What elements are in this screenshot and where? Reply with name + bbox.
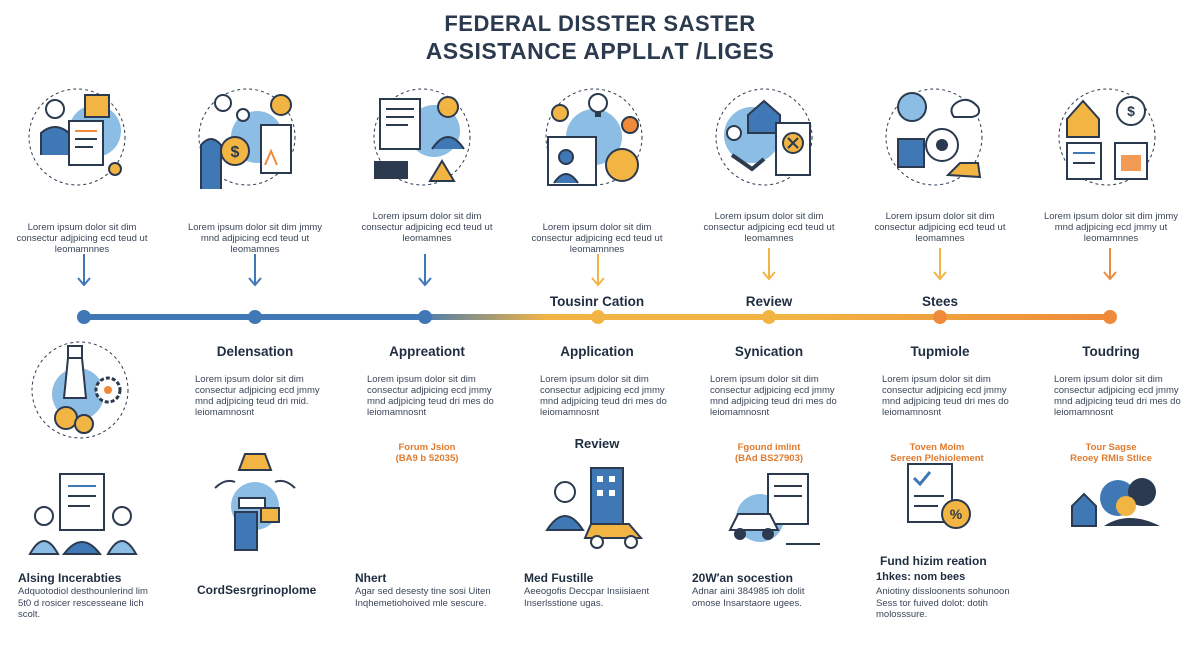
bottom-title-7: 1hkes: nom bees <box>876 571 966 583</box>
bottom-title-4: Med Fustille <box>524 571 594 585</box>
timeline-node-1 <box>77 310 91 324</box>
bottom-description-5: Adnar aini 384985 ioh dolit omose Insars… <box>692 586 805 609</box>
top-description-1: Lorem ipsum dolor sit dim consectur adjp… <box>16 222 148 255</box>
step-title-toudring: Toudring <box>1082 344 1140 359</box>
arrow-down-icon <box>418 254 432 287</box>
top-description-3: Lorem ipsum dolor sit dim consectur adjp… <box>361 211 493 244</box>
page-title-line-1: FEDERAL DISSTER SASTER <box>444 11 756 36</box>
form-label-3-line2: Sereen Plehiolement <box>890 453 984 464</box>
bottom-title-6: Fund hizim reation <box>880 554 987 568</box>
form-label-2-line1: Fgound imlint <box>737 442 801 453</box>
arrow-down-icon <box>591 254 605 287</box>
bottom-title-2: CordSesrgrinoplome <box>197 583 317 597</box>
top-description-6: Lorem ipsum dolor sit dim consectur adjp… <box>874 211 1006 244</box>
storm-house-icon <box>1071 478 1160 527</box>
applicants-document-icon <box>28 473 138 555</box>
svg-text:$: $ <box>231 144 240 161</box>
financial-aid-people-icon: $ <box>198 88 296 189</box>
page-title-line-2: ASSISTANCE APPLLʌТ /LIGES <box>425 38 775 64</box>
form-label-1-line2: (BA9 b 52035) <box>395 453 459 464</box>
step-title-delensation: Delensation <box>216 344 294 359</box>
form-label-2-line2: (BAd BS27903) <box>734 453 804 464</box>
svg-text:%: % <box>950 506 963 522</box>
lamp-supplies-icon <box>214 453 296 551</box>
form-label-4-line1: Tour Sagse <box>1085 442 1137 453</box>
timeline-label-review: Review <box>745 294 793 309</box>
arrow-down-icon <box>762 248 776 281</box>
form-label-4-line2: Reoey RMls Stlice <box>1070 453 1152 464</box>
timeline-label-stees: Stees <box>921 294 959 309</box>
bottom-description-3: Agar sed desesty tine sosi Uiten Inqheme… <box>355 586 491 609</box>
timeline-node-2 <box>248 310 262 324</box>
form-label-1-line1: Forum Jsion <box>398 442 456 453</box>
step-title-synication: Synication <box>734 344 804 359</box>
form-label-2: Fgound imlint (BAd BS27903) <box>694 442 844 464</box>
step-description-6: Lorem ipsum dolor sit dim consectur adjp… <box>882 374 1009 418</box>
step-description-7: Lorem ipsum dolor sit dim consectur adjp… <box>1054 374 1181 418</box>
review-label: Review <box>574 436 620 451</box>
top-description-4: Lorem ipsum dolor sit dim consectur adjp… <box>531 222 663 255</box>
form-label-3-line1: Toven Molm <box>909 442 965 453</box>
timeline-node-5 <box>762 310 776 324</box>
arrow-down-icon <box>1103 248 1117 281</box>
bottom-description-1: Adquotodiol desthounlerind lim 5t0 d ros… <box>18 586 148 620</box>
step-description-5: Lorem ipsum dolor sit dim consectur adjp… <box>710 374 837 418</box>
timeline-node-7 <box>1103 310 1117 324</box>
step-description-4: Lorem ipsum dolor sit dim consectur adjp… <box>540 374 667 418</box>
arrow-down-icon <box>933 248 947 281</box>
step-title-application: Application <box>560 344 634 359</box>
top-description-7: Lorem ipsum dolor sit dim jmmy mnd adjpi… <box>1043 211 1179 244</box>
arrow-down-icon <box>248 254 262 287</box>
checklist-percent-icon: % <box>907 463 971 529</box>
house-claim-icon <box>715 88 813 186</box>
timeline-node-3 <box>418 310 432 324</box>
step-title-appreationt: Appreationt <box>389 344 465 359</box>
top-description-5: Lorem ipsum dolor sit dim consectur adjp… <box>703 211 835 244</box>
process-steps-icon <box>885 88 983 186</box>
svg-text:$: $ <box>1127 103 1135 119</box>
step-description-2: Lorem ipsum dolor sit dim consectur adjp… <box>195 374 320 418</box>
documents-review-icon <box>373 88 471 186</box>
bottom-title-3: Nhert <box>355 571 387 585</box>
form-label-1: Forum Jsion (BA9 b 52035) <box>352 442 502 464</box>
applicant-with-form-icon <box>28 88 126 186</box>
idea-consultation-icon <box>545 88 643 186</box>
form-label-4: Tour Sagse Reoey RMls Stlice <box>1036 442 1186 464</box>
bottom-title-1: Alsing Incerabties <box>18 571 122 585</box>
bottom-description-7: Aniotiny dissloonents sohunoon Sess tor … <box>876 586 1010 620</box>
bottom-title-5: 20W′an socestion <box>692 571 793 585</box>
timeline-label-tousinr-cation: Tousinr Cation <box>549 294 645 309</box>
lighthouse-gears-icon <box>31 341 129 439</box>
step-description-3: Lorem ipsum dolor sit dim consectur adjp… <box>367 374 494 418</box>
car-documents-icon <box>728 473 820 545</box>
form-label-3: Toven Molm Sereen Plehiolement <box>862 442 1012 464</box>
person-building-car-icon <box>545 467 644 549</box>
timeline-node-6 <box>933 310 947 324</box>
top-description-2: Lorem ipsum dolor sit dim jmmy mnd adjpi… <box>187 222 323 255</box>
arrow-down-icon <box>77 254 91 287</box>
bottom-description-4: Aeeogofis Deccpar Insiisiaent Inserlssti… <box>524 586 650 609</box>
timeline-node-4 <box>591 310 605 324</box>
home-funds-icon: $ <box>1058 88 1156 186</box>
step-title-tupmiole: Tupmiole <box>910 344 970 359</box>
